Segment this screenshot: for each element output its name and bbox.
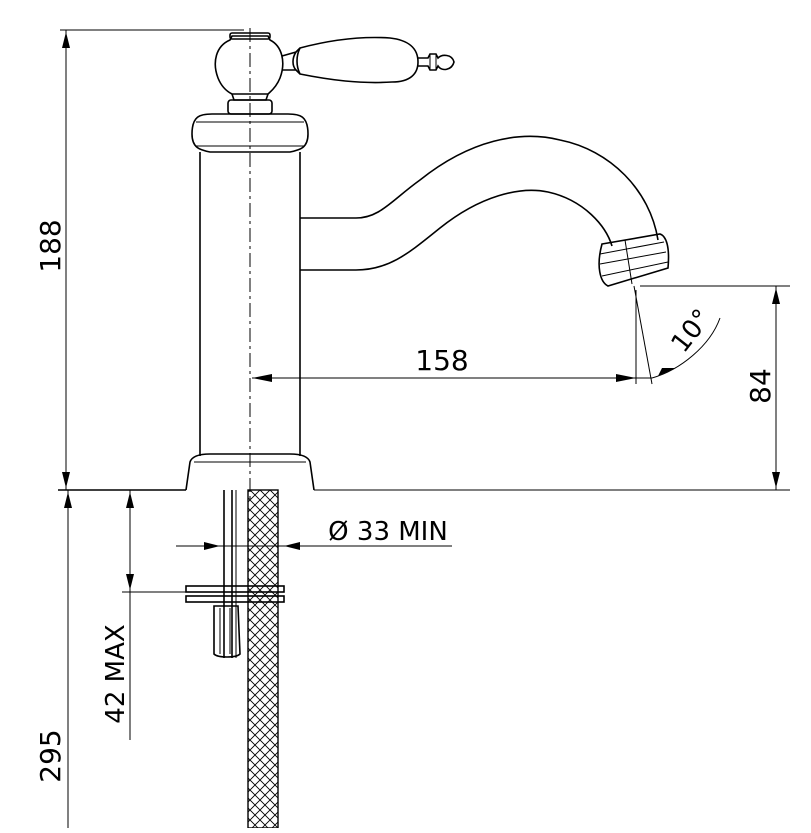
- dim-spout-reach: [252, 290, 652, 384]
- dim-label-42max: 42 MAX: [101, 624, 131, 723]
- handle-hub: [214, 35, 284, 95]
- braided-hose: [247, 489, 279, 829]
- dim-total-height: [60, 29, 244, 490]
- lever-handle: [281, 36, 419, 84]
- dim-label-84: 84: [744, 368, 777, 404]
- dim-spout-height: [640, 285, 790, 490]
- under-deck-assembly: [185, 489, 285, 829]
- dim-label-295: 295: [34, 729, 67, 782]
- dim-label-188: 188: [34, 219, 67, 272]
- faucet-body: [185, 32, 455, 491]
- dim-label-diameter: Ø 33 MIN: [328, 517, 448, 547]
- spout: [300, 135, 670, 287]
- dim-label-158: 158: [415, 344, 468, 377]
- aerator: [598, 233, 670, 287]
- dim-hose-length: [64, 490, 72, 828]
- dim-spout-angle: [633, 285, 721, 385]
- dim-hole-diameter: [176, 542, 452, 550]
- dim-label-10deg: 10°: [666, 304, 718, 359]
- dim-deck-thickness: [122, 490, 284, 740]
